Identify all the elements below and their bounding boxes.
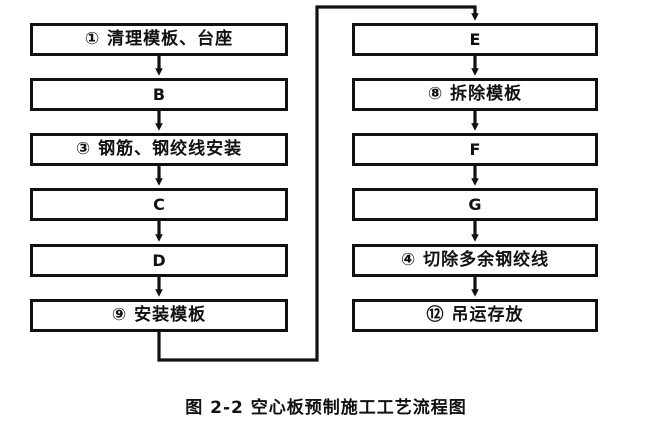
flow-node-label: ⑧ 拆除模板 xyxy=(427,84,523,104)
flow-node-label: B xyxy=(152,84,166,104)
flow-node-label: ⑫ 吊运存放 xyxy=(426,305,524,325)
flow-node-clean-formwork[interactable]: ① 清理模板、台座 xyxy=(30,23,288,56)
flow-node-label: ③ 钢筋、钢绞线安装 xyxy=(75,139,243,159)
flow-node-f[interactable]: F xyxy=(352,133,598,166)
flow-node-label: D xyxy=(152,250,166,270)
flow-node-b[interactable]: B xyxy=(30,78,288,111)
flow-node-hoist-storage[interactable]: ⑫ 吊运存放 xyxy=(352,299,598,332)
flow-node-install-formwork[interactable]: ⑨ 安装模板 xyxy=(30,299,288,332)
flow-node-cut-excess-strand[interactable]: ④ 切除多余钢绞线 xyxy=(352,244,598,277)
flow-node-c[interactable]: C xyxy=(30,188,288,221)
flow-node-label: F xyxy=(469,139,481,159)
flow-node-label: ④ 切除多余钢绞线 xyxy=(400,250,550,270)
flow-node-rebar-strand-install[interactable]: ③ 钢筋、钢绞线安装 xyxy=(30,133,288,166)
flow-node-label: E xyxy=(469,29,481,49)
flow-node-label: ⑨ 安装模板 xyxy=(111,305,207,325)
flow-node-label: C xyxy=(153,194,165,214)
flow-node-label: ① 清理模板、台座 xyxy=(84,29,234,49)
flow-node-d[interactable]: D xyxy=(30,244,288,277)
flow-node-label: G xyxy=(468,194,482,214)
figure-caption: 图 2-2 空心板预制施工工艺流程图 xyxy=(185,398,467,418)
flow-node-remove-formwork[interactable]: ⑧ 拆除模板 xyxy=(352,78,598,111)
flow-node-g[interactable]: G xyxy=(352,188,598,221)
connector-n6-n7 xyxy=(157,5,479,362)
flow-node-e[interactable]: E xyxy=(352,23,598,56)
